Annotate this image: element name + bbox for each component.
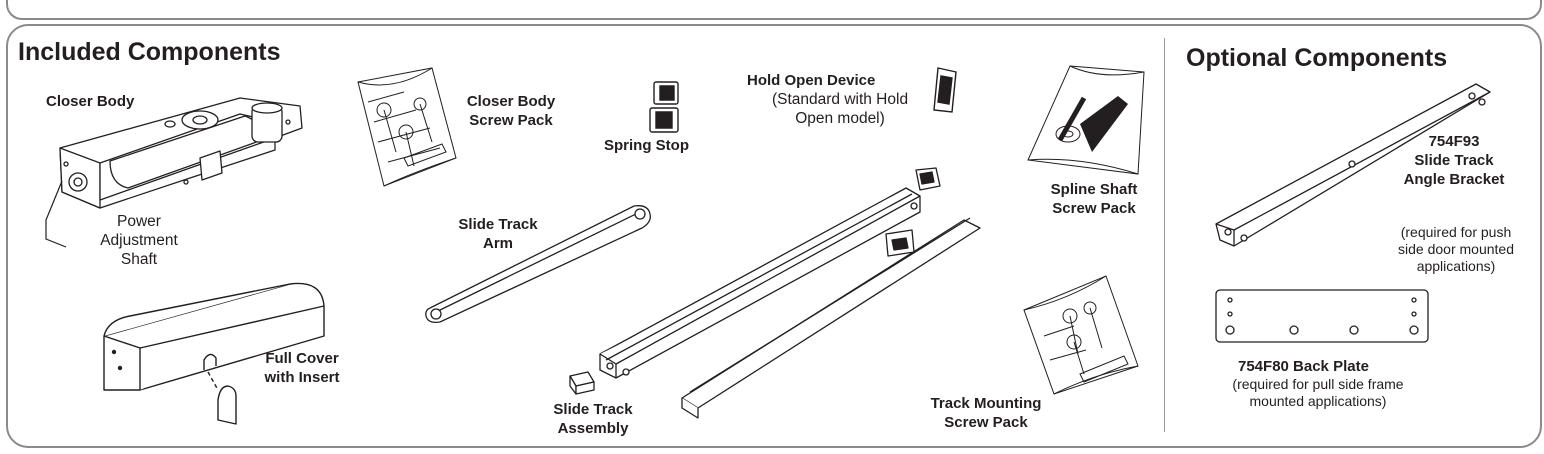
slide-track-assembly-illustration	[560, 160, 980, 420]
closer-body-screw-pack-illustration	[344, 62, 464, 192]
spring-stop-label: Spring Stop	[604, 137, 689, 154]
section-divider	[1164, 38, 1165, 432]
power-adjustment-label: Power Adjustment Shaft	[100, 213, 178, 268]
angle-bracket-illustration	[1210, 76, 1500, 256]
full-cover-illustration	[100, 280, 340, 430]
included-components-heading: Included Components	[18, 38, 281, 66]
components-panel	[6, 24, 1542, 448]
slide-track-assembly-label: Slide Track Assembly	[553, 401, 633, 437]
closer-body-illustration	[40, 88, 340, 218]
hold-open-device-illustration	[930, 66, 960, 116]
hold-open-device-label: Hold Open Device	[747, 72, 876, 89]
track-mounting-screw-pack-label: Track Mounting Screw Pack	[930, 395, 1042, 431]
closer-body-screw-pack-label: Closer Body Screw Pack	[466, 93, 556, 129]
back-plate-label: 754F80 Back Plate	[1238, 358, 1369, 375]
back-plate-note: (required for pull side frame mounted ap…	[1232, 376, 1404, 409]
closer-body-label: Closer Body	[46, 93, 135, 110]
angle-bracket-title: 754F93 Slide Track Angle Bracket	[1403, 133, 1505, 188]
track-mounting-screw-pack-illustration	[1014, 270, 1144, 398]
spring-stop-illustration	[646, 80, 688, 136]
full-cover-label: Full Cover with Insert	[264, 350, 340, 386]
power-adjustment-leader	[18, 175, 78, 255]
optional-components-heading: Optional Components	[1186, 44, 1448, 72]
previous-section-frame	[6, 0, 1542, 20]
spline-shaft-screw-pack-label: Spline Shaft Screw Pack	[1050, 181, 1138, 217]
slide-track-arm-illustration	[420, 200, 656, 324]
spline-shaft-screw-pack-illustration	[1020, 60, 1150, 180]
hold-open-note: (Standard with Hold Open model)	[771, 91, 909, 127]
angle-bracket-note: (required for push side door mounted app…	[1398, 224, 1514, 274]
back-plate-illustration	[1214, 288, 1434, 346]
slide-track-arm-label: Slide Track Arm	[458, 216, 538, 252]
